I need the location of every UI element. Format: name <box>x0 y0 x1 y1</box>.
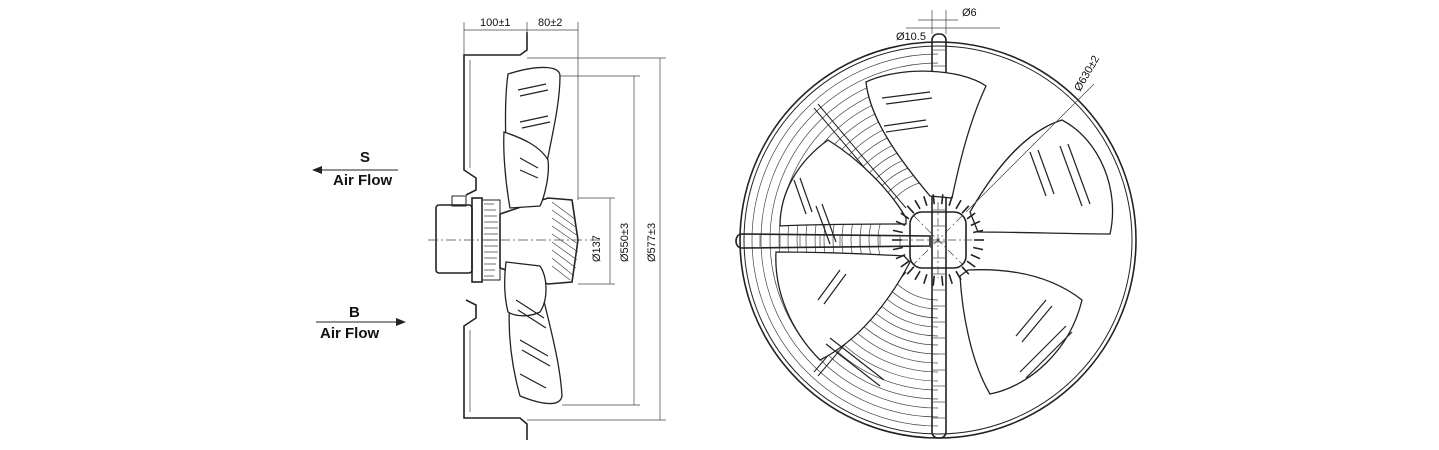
hub-fin <box>895 220 906 227</box>
hub-fin <box>892 246 903 251</box>
dim-guard-dia: Ø577±3 <box>646 223 658 262</box>
blade-front-left-lower <box>775 251 911 361</box>
guard-wire-ring <box>805 107 939 373</box>
front-view: Ø10.5 Ø6 Ø630±2 <box>735 7 1137 439</box>
blade-side-lower-2 <box>504 261 547 317</box>
hub-fin <box>906 205 915 214</box>
hub-fin <box>955 199 962 210</box>
blade-upper-slots <box>517 83 551 179</box>
hub-fin <box>895 253 906 260</box>
guard-wire-ring <box>877 179 939 301</box>
hub-fin <box>948 196 953 207</box>
bracket-ticks <box>759 234 901 248</box>
hub-fin <box>970 253 981 260</box>
dim-wire-dia: Ø6 <box>962 7 977 19</box>
guard-wire-ring <box>778 80 939 400</box>
hub-fin <box>973 229 984 234</box>
guard-wire-ring <box>832 134 939 346</box>
guard-inner-ring <box>743 45 1133 435</box>
hub-fin <box>941 194 944 205</box>
airflow-b-label: Air Flow <box>320 325 379 342</box>
dim-pcd-dia: Ø630±2 <box>1072 54 1102 94</box>
guard-wire-ring <box>769 71 939 409</box>
hub-fin <box>932 275 935 286</box>
dim-hub-dia: Ø137 <box>591 235 603 262</box>
dim-depth-2: 80±2 <box>538 17 562 29</box>
guard-wire-ring <box>814 116 939 364</box>
hub-fin <box>966 260 976 268</box>
hub-fin <box>966 212 976 220</box>
dim-hole-dia: Ø10.5 <box>896 31 926 43</box>
guard-wire-ring <box>796 98 939 382</box>
front-top-dimensions: Ø10.5 Ø6 <box>896 7 1000 43</box>
guard-concentric-wires <box>751 53 939 427</box>
arrow-right-icon <box>396 318 406 326</box>
hub-fin <box>941 275 944 286</box>
hub-fin <box>948 273 953 284</box>
hub-fin <box>914 199 921 210</box>
hub-fin <box>923 273 928 284</box>
airflow-s-letter: S <box>360 149 370 166</box>
motor-hub-fins <box>892 194 984 286</box>
junction-box <box>451 195 467 207</box>
blade-front-slots <box>793 91 1091 387</box>
hub-fin <box>914 270 921 281</box>
motor-body <box>435 204 473 274</box>
hub-fin <box>961 205 970 214</box>
blade-side-upper-2 <box>503 131 550 209</box>
blade-front-right-lower <box>959 269 1083 395</box>
dim-blade-dia: Ø550±3 <box>619 223 631 262</box>
guard-wire-ring <box>841 143 939 337</box>
hub-crosshair <box>900 202 976 278</box>
hub-fin <box>906 266 915 275</box>
hub-fin <box>973 246 984 251</box>
hub-fin <box>955 270 962 281</box>
guard-wire-ring <box>760 62 939 418</box>
guard-wire-ring <box>868 170 939 310</box>
guard-wire-ring <box>850 152 939 328</box>
hub-fin <box>900 260 910 268</box>
hub-fin <box>961 266 970 275</box>
side-view: S Air Flow B Air Flow <box>312 17 666 440</box>
airflow-b-letter: B <box>349 304 360 321</box>
guard-wire-ring <box>751 53 939 427</box>
guard-side-profile <box>463 32 528 440</box>
blade-front-top <box>865 70 987 199</box>
hub-fin <box>900 212 910 220</box>
dim-depth-1: 100±1 <box>480 17 511 29</box>
hub-fin <box>970 220 981 227</box>
hub-fin <box>923 196 928 207</box>
airflow-s-indicator: S Air Flow <box>312 149 398 189</box>
guard-vertical-bar <box>931 33 947 439</box>
airflow-s-label: Air Flow <box>333 172 392 189</box>
guard-horizontal-bracket <box>735 233 931 249</box>
blade-lower-slots <box>515 299 551 389</box>
diameter-dimensions: Ø137 Ø550±3 Ø577±3 <box>527 57 666 421</box>
guard-wire-ring <box>823 125 939 355</box>
airflow-b-indicator: B Air Flow <box>316 304 406 342</box>
guard-wire-ring <box>787 89 939 391</box>
hub-fin <box>892 229 903 234</box>
arrow-left-icon <box>312 166 322 174</box>
hub-ribs <box>551 201 579 281</box>
hub-fin <box>932 194 935 205</box>
blade-front-left-upper <box>779 139 907 227</box>
depth-dimensions: 100±1 80±2 <box>463 17 579 200</box>
blade-front-right-upper <box>969 119 1114 235</box>
